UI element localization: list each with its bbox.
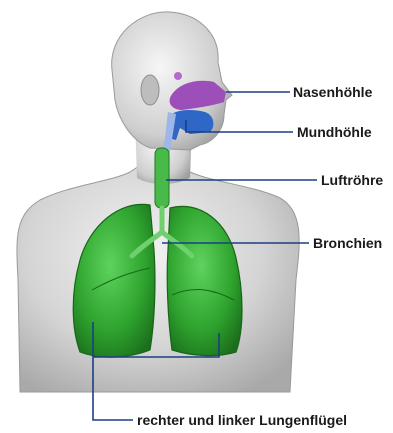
ear-shape [141, 75, 159, 105]
nasal-cavity-spot [174, 72, 182, 80]
label-nasal-cavity: Nasenhöhle [293, 84, 372, 100]
label-oral-cavity: Mundhöhle [297, 124, 372, 140]
label-lungs: rechter und linker Lungenflügel [137, 412, 347, 428]
trachea-shape [155, 148, 169, 208]
label-trachea: Luftröhre [321, 172, 383, 188]
label-bronchi: Bronchien [313, 235, 382, 251]
